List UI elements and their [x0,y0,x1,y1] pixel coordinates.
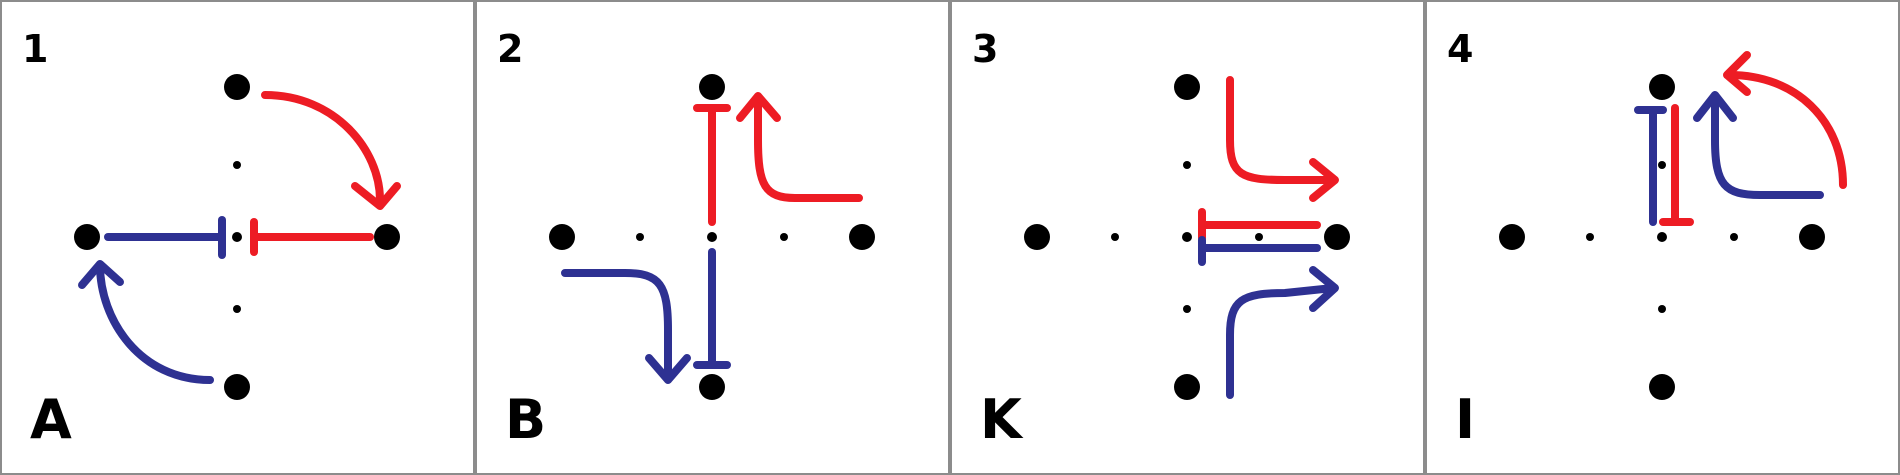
red-curved-arrow [261,91,384,204]
red-arrowhead [1309,158,1339,202]
blue-elbow-arrow [1226,284,1337,399]
panel-number: 3 [972,27,998,71]
red-arrowhead [1723,51,1751,96]
blue-arrowhead [645,354,691,384]
panel-number: 1 [22,27,48,71]
blue-arrowhead [1309,266,1339,312]
panel-letter: K [980,388,1024,451]
panel-2: 2 B [497,27,875,451]
blue-curved-arrow [96,261,214,384]
panel-1: 1 A [22,27,401,451]
panel-letter: B [505,388,546,451]
panel-3: 3 K [972,27,1350,451]
panel-number: 4 [1447,27,1473,71]
panel-4: 4 I [1447,27,1847,451]
red-curved-arrow [1726,71,1847,189]
red-arrowhead [351,182,401,210]
panel-letter: A [30,388,72,451]
blue-elbow-arrow [561,269,672,379]
red-elbow-arrow [1226,76,1337,184]
red-arrowhead [736,92,781,122]
blue-elbow-arrow [1711,94,1824,199]
blue-arrowhead [1693,91,1737,122]
panel-letter: I [1455,388,1475,451]
blue-arrowhead [78,260,124,289]
panel-number: 2 [497,27,523,71]
red-elbow-arrow [754,94,863,202]
